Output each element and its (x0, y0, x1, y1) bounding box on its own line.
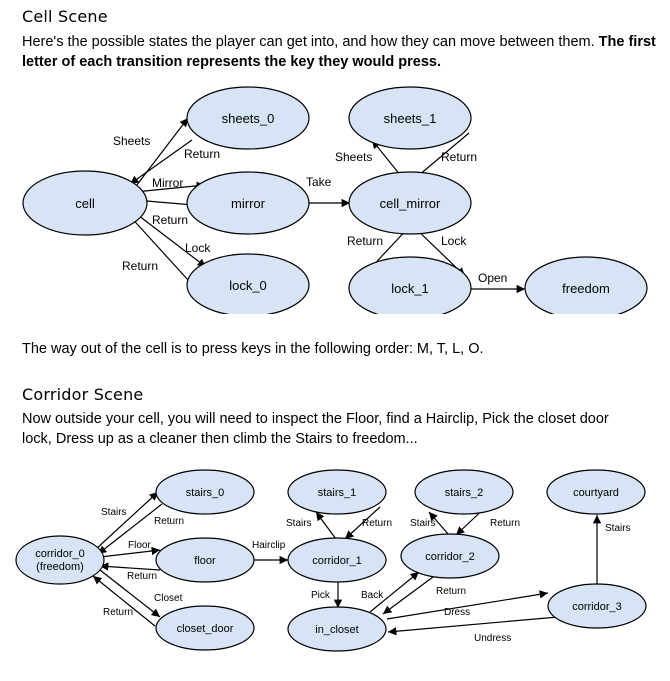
edge-label-stairs-0: Stairs (101, 507, 127, 518)
node-label-sheets-0: sheets_0 (222, 111, 275, 126)
edge-sheets0-cell (129, 139, 193, 185)
edge-label-return-corridor-2: Return (436, 586, 466, 597)
node-label-corridor-2: corridor_2 (425, 551, 475, 563)
edge-label-return-stairs-0: Return (154, 516, 184, 527)
node-corridor-3 (547, 583, 647, 629)
node-label-closet-door: closet_door (177, 623, 234, 635)
node-floor (155, 537, 255, 583)
node-stairs-0 (155, 469, 255, 515)
edge-label-stairs-courtyard: Stairs (605, 523, 631, 534)
node-label-corridor-0: corridor_0 (35, 548, 85, 560)
cell-scene-heading: Cell Scene (22, 7, 108, 26)
edge-label-return-sheets-1: Return (441, 150, 477, 164)
edge-label-stairs-2: Stairs (410, 518, 436, 529)
node-label-sheets-1: sheets_1 (384, 111, 437, 126)
node-corridor-0 (15, 535, 105, 585)
edge-label-undress: Undress (474, 633, 511, 644)
edge-label-return-lock: Return (122, 259, 158, 273)
node-corridor-1 (287, 537, 387, 583)
edge-corridor0-stairs0 (94, 491, 159, 551)
edge-label-lock-1: Lock (441, 234, 467, 248)
edge-corridor1-stairs1 (315, 511, 337, 540)
edge-corridor0-closetdoor (99, 569, 161, 618)
edge-label-floor: Floor (128, 540, 151, 551)
edge-corridor3-incloset (387, 616, 559, 636)
cell-scene-intro: Here's the possible states the player ca… (22, 32, 670, 72)
node-stairs-2 (414, 469, 514, 515)
edge-stairs0-corridor0 (97, 503, 163, 555)
edge-label-dress: Dress (444, 607, 470, 618)
corridor-intro-line-1: Now outside your cell, you will need to … (22, 411, 609, 427)
corridor-scene-heading: Corridor Scene (22, 385, 144, 404)
cell-scene-intro-bold: The first letter of each transition repr… (22, 34, 656, 70)
cell-scene-intro-text: Here's the possible states the player ca… (22, 34, 595, 50)
edge-corridor2-incloset (382, 573, 438, 615)
edge-label-return-stairs-2: Return (490, 518, 520, 529)
node-label-cell-mirror: cell_mirror (380, 196, 441, 211)
node-label-stairs-2: stairs_2 (445, 487, 484, 499)
node-label-corridor-0-sub: (freedom) (36, 561, 84, 573)
edge-label-hairclip: Hairclip (252, 540, 286, 551)
edge-label-lock: Lock (185, 241, 211, 255)
edge-corridor0-floor (99, 546, 161, 558)
edge-corridor2-stairs2 (428, 511, 450, 536)
node-label-lock-1: lock_1 (391, 281, 429, 296)
edge-label-take: Take (306, 175, 332, 189)
cell-scene-diagram: cell sheets_0 mirror lock_0 sheets_1 cel… (22, 86, 648, 314)
edge-label-stairs-1: Stairs (286, 518, 312, 529)
node-label-floor: floor (194, 555, 216, 567)
edge-cell-lock0 (129, 208, 207, 268)
edge-label-sheets-1: Sheets (335, 150, 372, 164)
node-sheets-0 (186, 86, 310, 150)
edge-lock0-cell (127, 213, 189, 281)
cell-solution-text: The way out of the cell is to press keys… (22, 341, 484, 357)
edge-label-back: Back (361, 590, 384, 601)
node-cell (22, 170, 148, 236)
node-label-in-closet: in_closet (315, 624, 358, 636)
edge-floor-corridor0 (99, 562, 161, 571)
edge-incloset-corridor2 (369, 571, 420, 613)
node-freedom (524, 256, 648, 314)
node-stairs-1 (287, 469, 387, 515)
edge-label-closet: Closet (154, 593, 183, 604)
node-corridor-2 (400, 533, 500, 579)
edge-closetdoor-corridor0 (92, 575, 156, 627)
edge-label-return-stairs-1: Return (362, 518, 392, 529)
corridor-intro-line-2: lock, Dress up as a cleaner then climb t… (22, 431, 418, 447)
edge-label-open: Open (478, 271, 507, 285)
node-label-corridor-3: corridor_3 (572, 601, 622, 613)
corridor-scene-diagram: corridor_0 (freedom) stairs_0 floor clos… (15, 469, 647, 652)
node-closet-door (155, 605, 255, 651)
edge-incloset-corridor3 (386, 590, 549, 620)
node-label-stairs-1: stairs_1 (318, 487, 357, 499)
edge-stairs1-corridor1 (344, 506, 381, 540)
edge-cell-sheets0 (129, 117, 189, 195)
node-label-courtyard: courtyard (573, 487, 619, 499)
node-label-corridor-1: corridor_1 (312, 555, 362, 567)
edge-cell-mirror (134, 181, 206, 193)
edge-label-return-closet: Return (103, 607, 133, 618)
edge-label-return-mirror: Return (152, 213, 188, 227)
node-lock-0 (186, 253, 310, 314)
node-lock-1 (348, 256, 472, 314)
node-label-freedom: freedom (562, 281, 610, 296)
node-mirror (186, 171, 310, 235)
edge-label-return-floor: Return (127, 571, 157, 582)
edge-label-sheets: Sheets (113, 134, 150, 148)
edge-label-return-sheets: Return (184, 147, 220, 161)
node-cell-mirror (348, 171, 472, 235)
node-label-stairs-0: stairs_0 (186, 487, 225, 499)
node-courtyard (546, 469, 646, 515)
corridor-scene-intro: Now outside your cell, you will need to … (22, 409, 609, 449)
node-label-lock-0: lock_0 (229, 278, 267, 293)
node-sheets-1 (348, 86, 472, 150)
edge-label-pick: Pick (311, 590, 331, 601)
node-label-mirror: mirror (231, 196, 266, 211)
node-in-closet (287, 606, 387, 652)
edge-label-return-lock-1: Return (347, 234, 383, 248)
node-label-cell: cell (75, 196, 95, 211)
edge-label-mirror: Mirror (152, 176, 183, 190)
